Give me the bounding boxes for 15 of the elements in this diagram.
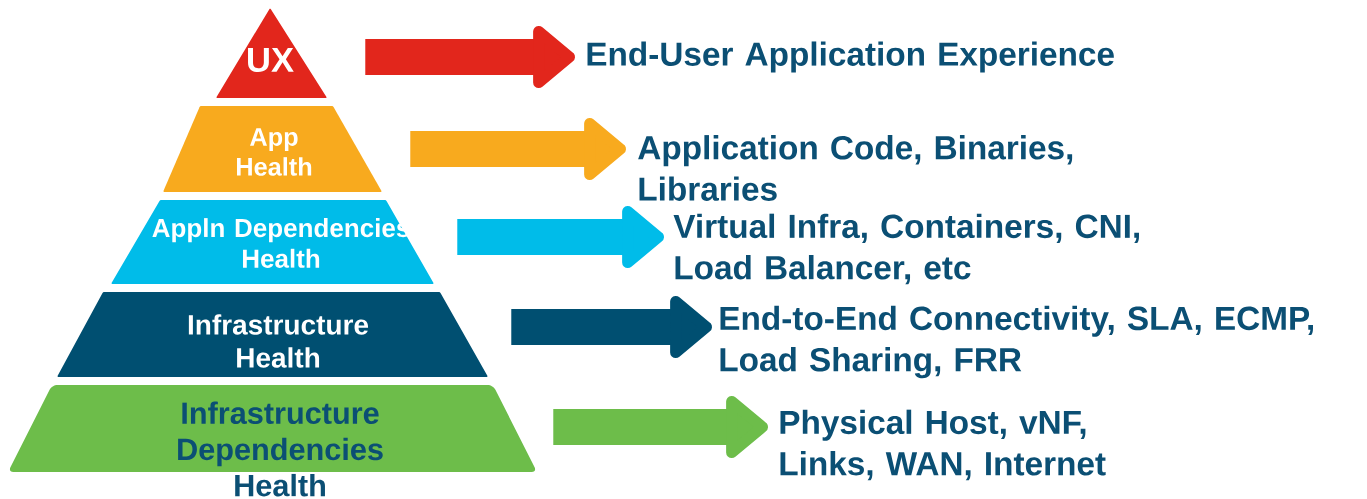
description-text: End-to-End Connectivity, SLA, ECMP, Load Sharing, FRR <box>720 305 1313 379</box>
description-text: Application Code, Binaries, Libraries <box>638 135 1073 201</box>
block-arrow <box>511 295 712 359</box>
description-text: Physical Host, vNF, Links, WAN, Internet <box>780 409 1106 481</box>
pyramid-tier: UX <box>216 8 327 98</box>
block-arrow <box>457 205 664 269</box>
description-text: Virtual Infra, Containers, CNI, Load Balancer, etc <box>673 213 1139 285</box>
pyramid-tier: App Health <box>163 106 382 192</box>
pyramid-tier: Infrastructure Health <box>57 292 488 377</box>
pyramid-tier: Infrastructure Dependencies Health <box>9 385 536 497</box>
block-arrow <box>553 395 768 459</box>
block-arrow <box>365 25 575 89</box>
description-text: End-User Application Experience <box>587 41 1114 73</box>
block-arrow <box>410 117 626 181</box>
node-label: Health <box>235 473 325 497</box>
